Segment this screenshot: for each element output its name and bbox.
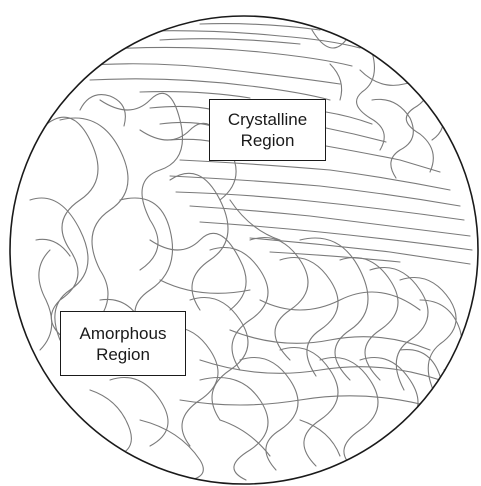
crystalline-label-line1: Crystalline — [227, 110, 308, 129]
crystalline-chains — [77, 23, 473, 265]
polymer-chains — [29, 23, 473, 481]
sample-circle-outline — [9, 15, 479, 485]
crystalline-label-line2: Region — [240, 131, 295, 150]
amorphous-label-line1: Amorphous — [79, 323, 167, 343]
crystalline-region-label: Crystalline Region — [209, 99, 326, 161]
amorphous-label-line2: Region — [96, 344, 150, 364]
amorphous-region-label: Amorphous Region — [60, 311, 186, 376]
